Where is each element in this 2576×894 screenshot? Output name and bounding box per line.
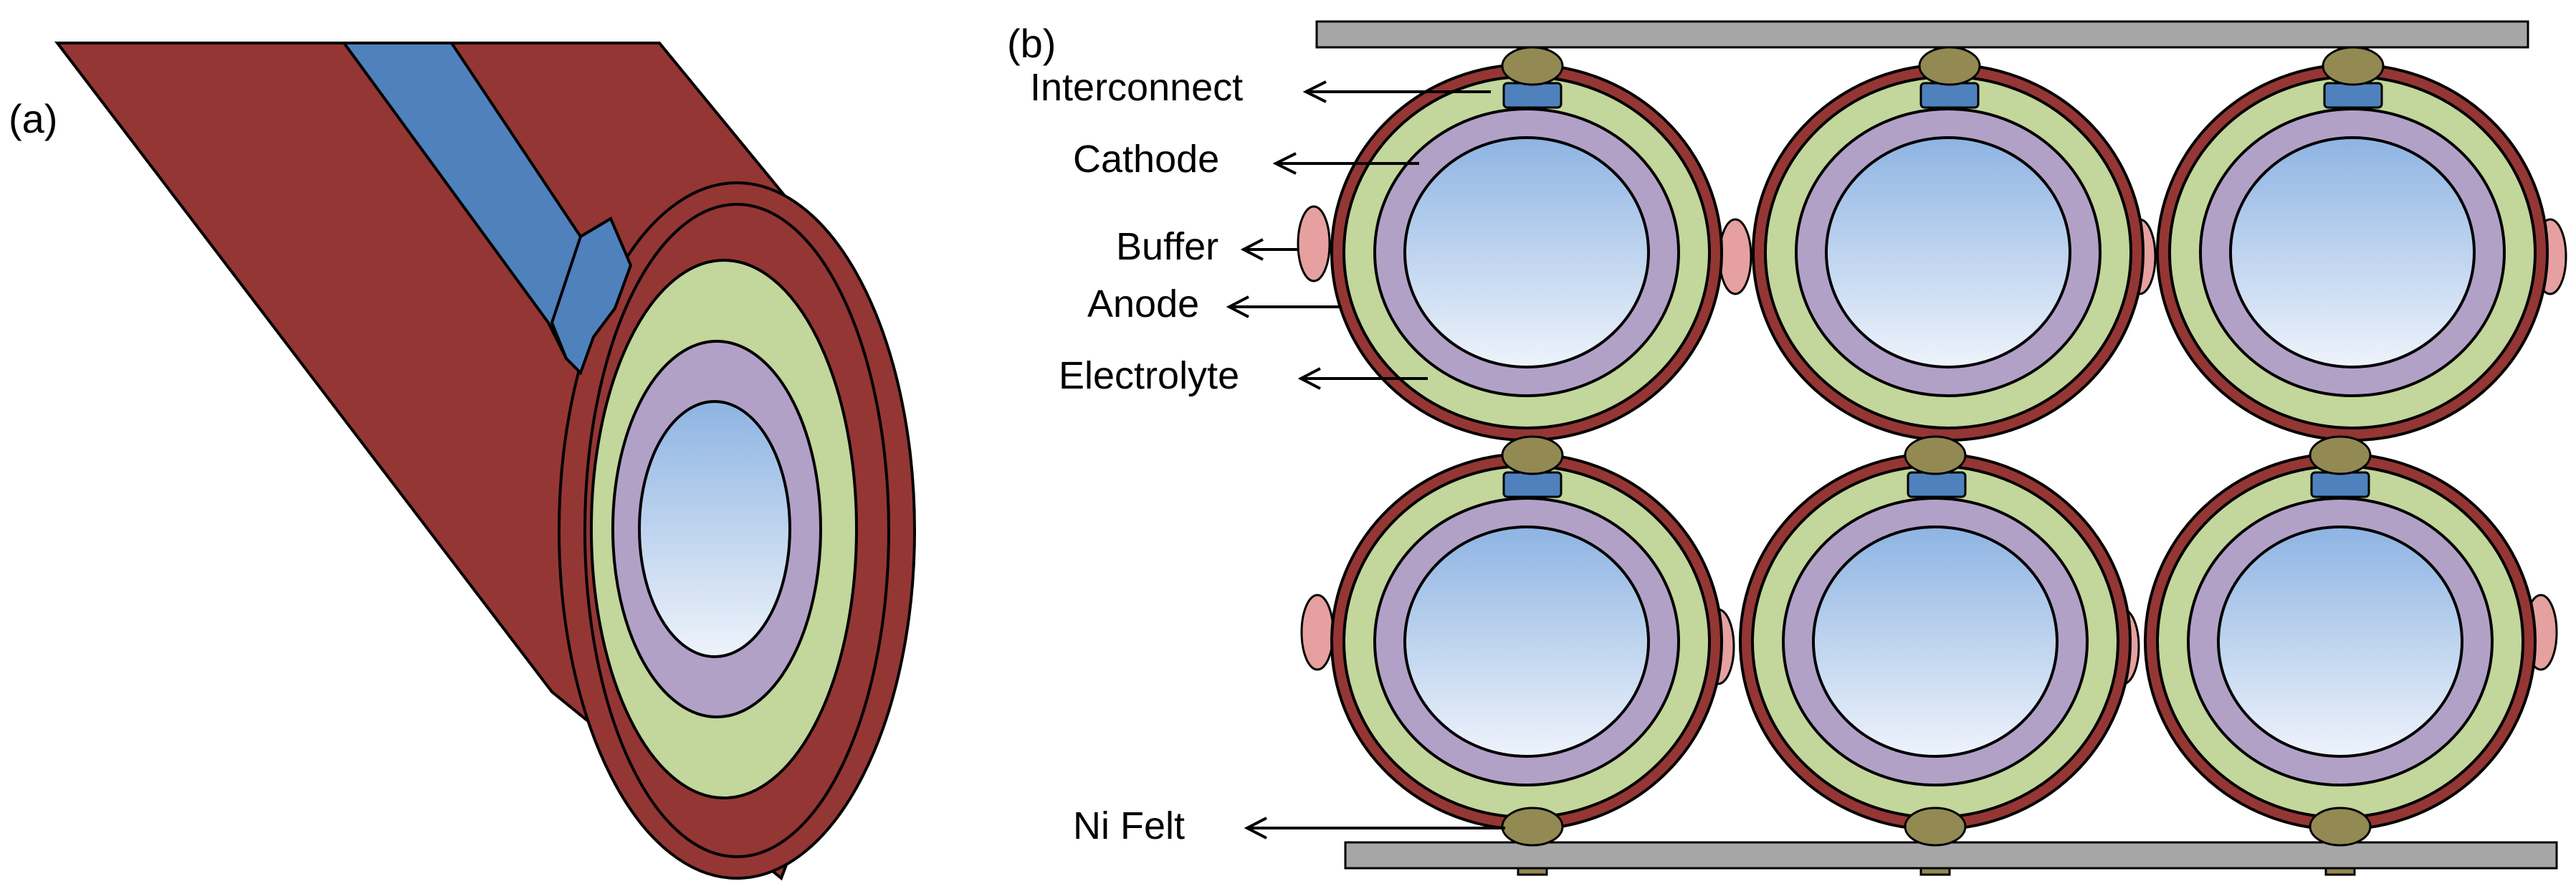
cell-bottom-left xyxy=(1330,452,1723,831)
label-buffer: Buffer xyxy=(1116,225,1218,268)
cell-top-right xyxy=(2156,63,2549,442)
label-cathode: Cathode xyxy=(1073,138,1219,181)
panel-b-label: (b) xyxy=(1007,21,1056,66)
bottom-plate xyxy=(1344,841,2558,870)
label-electrolyte: Electrolyte xyxy=(1059,354,1239,397)
panel-a-label: (a) xyxy=(9,96,57,141)
cell-top-left xyxy=(1330,63,1723,442)
cell-top-middle xyxy=(1752,63,2145,442)
panel-b: (b) xyxy=(1007,20,2567,876)
label-anode: Anode xyxy=(1087,282,1199,325)
cell-bottom-middle xyxy=(1739,452,2132,831)
interconnect-blocks xyxy=(1502,82,2383,498)
top-plate xyxy=(1315,20,2529,49)
label-ni-felt: Ni Felt xyxy=(1073,804,1185,847)
ni-felt-pads xyxy=(1501,46,2385,847)
leader-arrows xyxy=(1226,80,1505,840)
interconnect-tip xyxy=(550,217,633,376)
tube-bore xyxy=(638,400,791,658)
cell-bottom-right xyxy=(2144,452,2537,831)
label-interconnect: Interconnect xyxy=(1030,66,1243,109)
panel-a: (a) xyxy=(9,42,916,881)
